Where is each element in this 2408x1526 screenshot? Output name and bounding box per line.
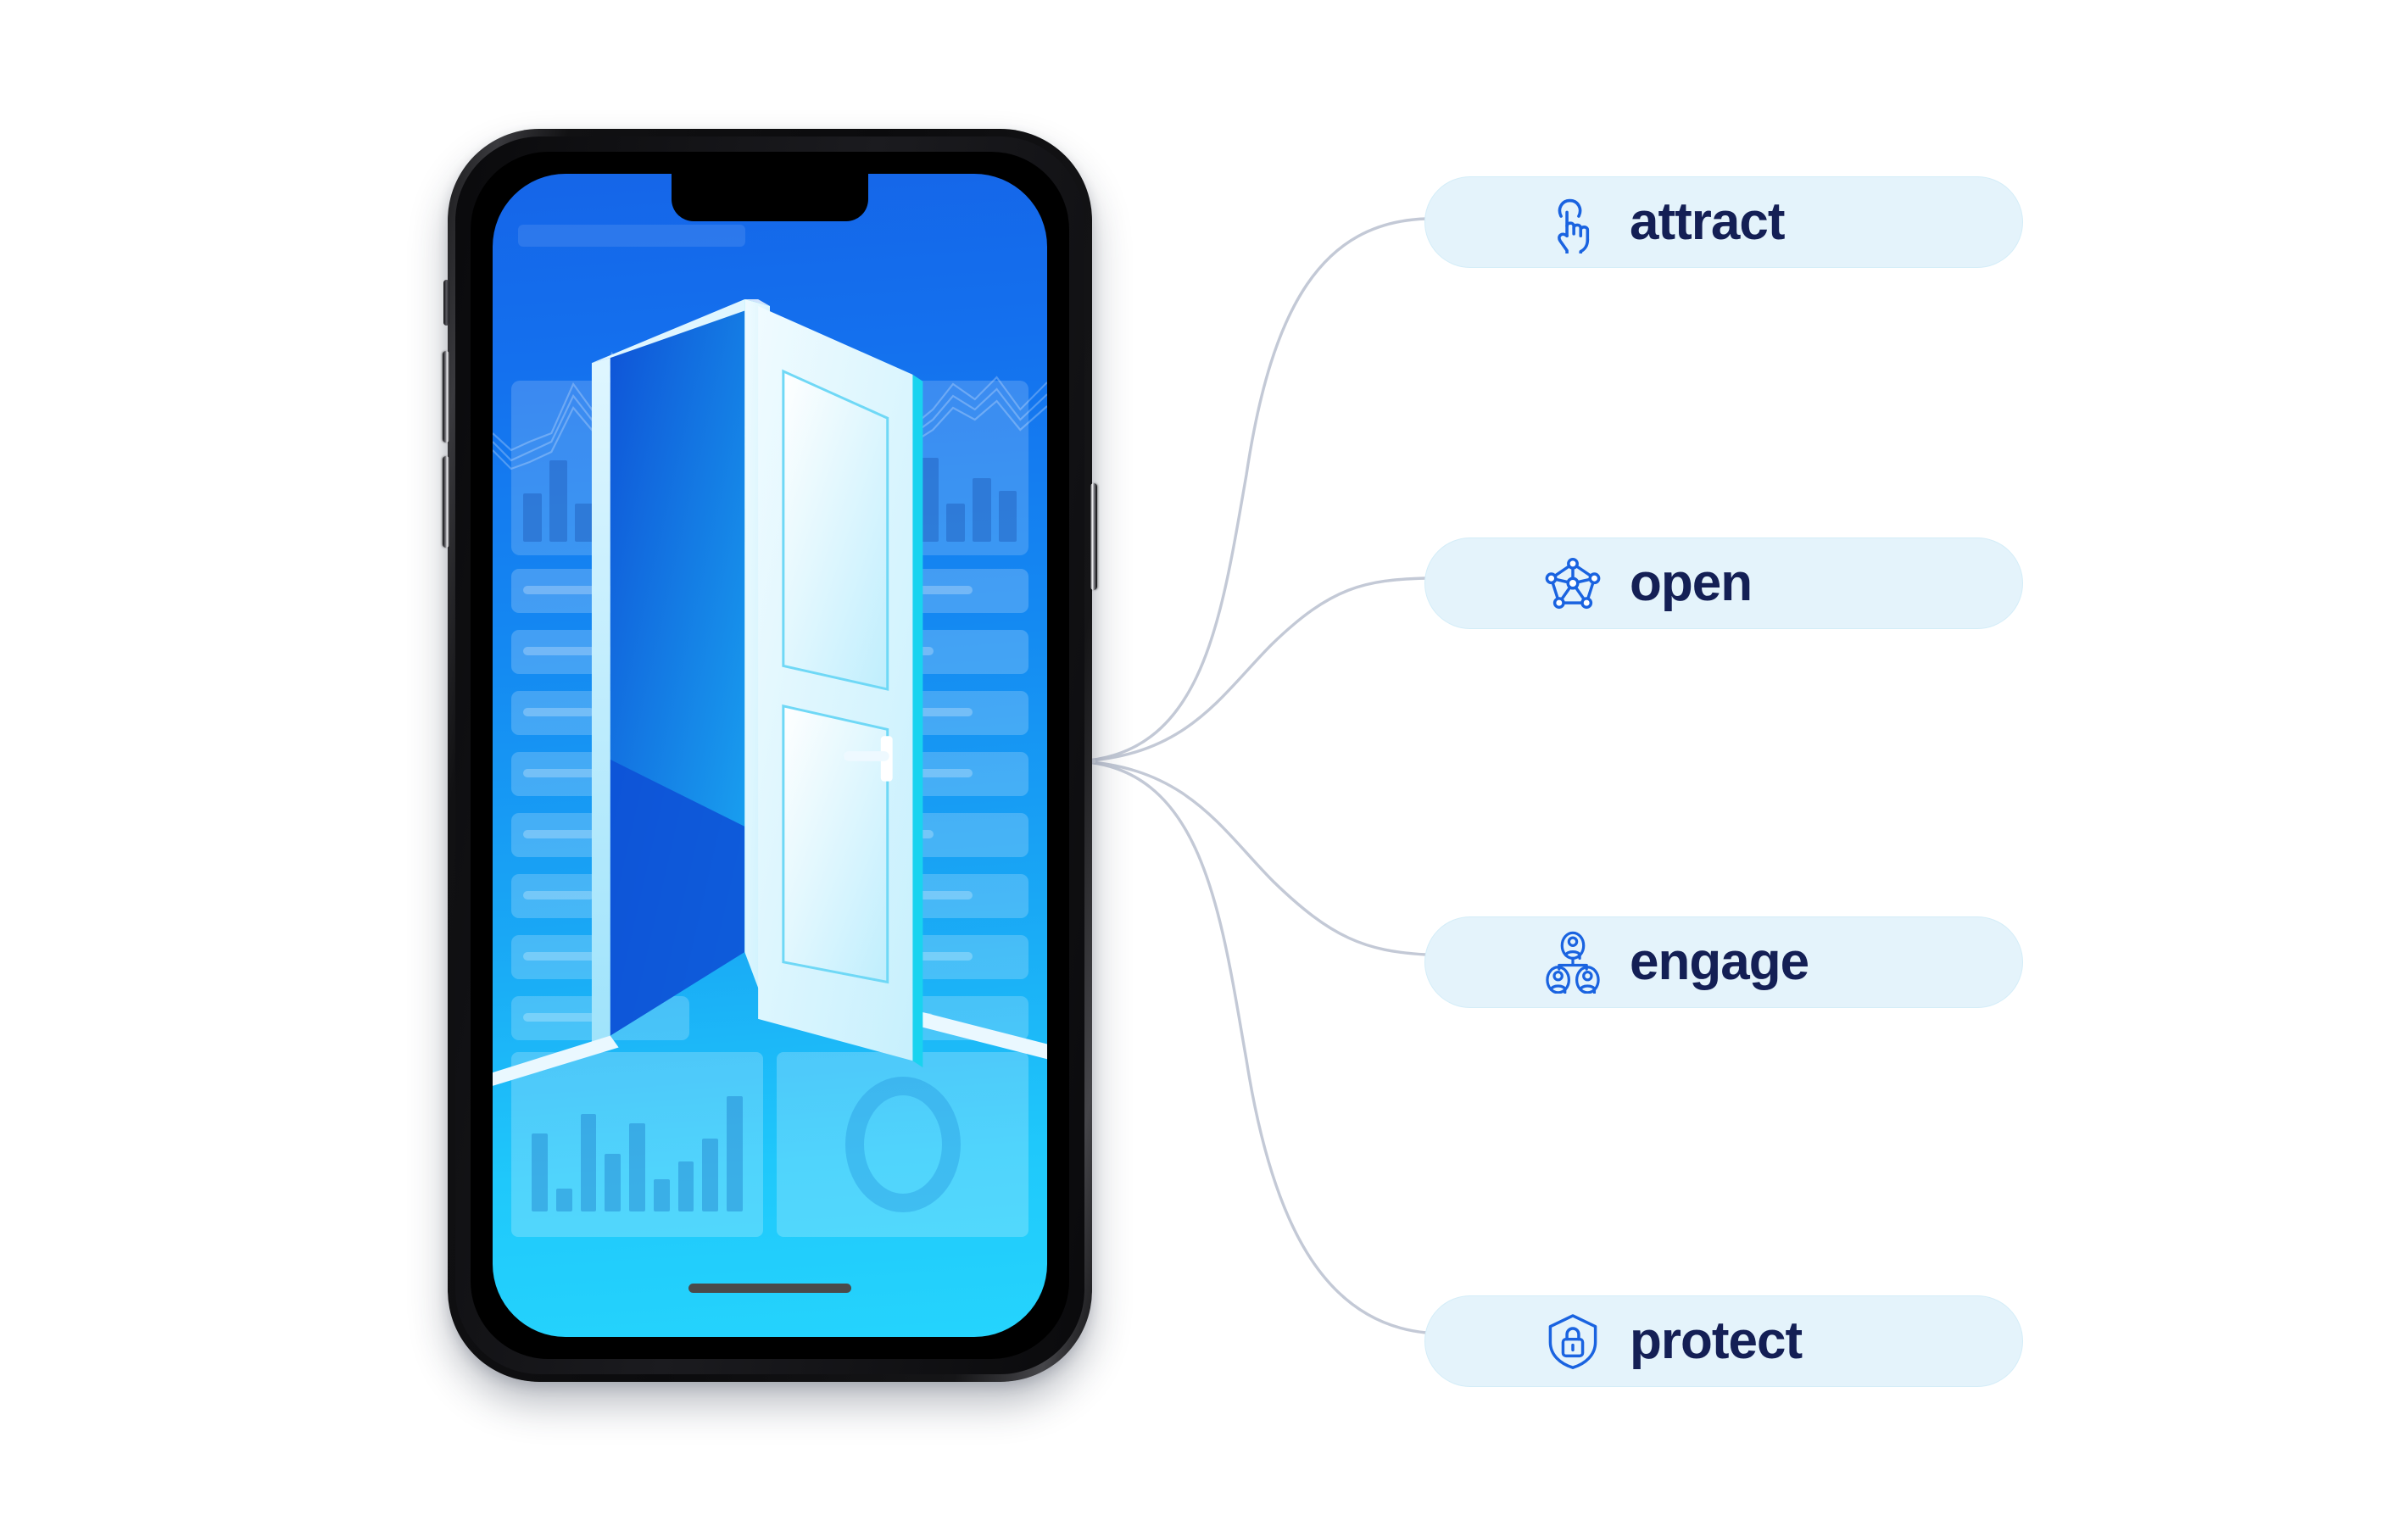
power-button[interactable] xyxy=(1090,483,1097,590)
people-group-icon xyxy=(1546,931,1600,994)
pill-protect[interactable]: protect xyxy=(1424,1295,2023,1387)
pill-attract-content: attract xyxy=(1541,191,1906,253)
status-bar-placeholder xyxy=(518,225,745,247)
floor-line-right xyxy=(923,1012,1047,1060)
pill-open-label: open xyxy=(1630,554,1753,612)
bottom-card-bars xyxy=(532,1086,744,1211)
tap-hand-icon xyxy=(1558,198,1590,253)
mute-switch[interactable] xyxy=(443,280,449,326)
connector-line-protect xyxy=(1077,760,1428,1334)
pill-attract-label: attract xyxy=(1630,192,1786,251)
bottom-card-bar-chart xyxy=(511,1052,763,1237)
door-handle-lever xyxy=(844,751,889,761)
pill-engage[interactable]: engage xyxy=(1424,916,2023,1008)
connector-line-attract xyxy=(1077,217,1428,763)
door-panel-upper xyxy=(782,369,889,691)
volume-up-button[interactable] xyxy=(443,351,449,443)
door-lintel xyxy=(591,299,759,364)
phone-screen xyxy=(493,174,1047,1337)
floor-line-left xyxy=(493,1035,619,1086)
network-nodes-icon xyxy=(1545,557,1601,610)
phone-frame-inner xyxy=(455,136,1084,1374)
pill-protect-label: protect xyxy=(1630,1312,1803,1370)
pill-engage-label: engage xyxy=(1630,933,1809,991)
pill-protect-content: protect xyxy=(1541,1310,1906,1373)
door-interior-shadow xyxy=(610,759,745,1036)
pill-open-content: open xyxy=(1541,552,1906,615)
pill-engage-content: engage xyxy=(1541,931,1906,994)
open-door-illustration xyxy=(493,299,1047,1086)
screen-bottom-cards xyxy=(511,1052,1028,1237)
phone-mockup xyxy=(443,129,1097,1382)
connector-line-open xyxy=(1077,576,1428,763)
shield-lock-icon xyxy=(1548,1314,1597,1369)
volume-down-button[interactable] xyxy=(443,456,449,548)
connector-line-engage xyxy=(1077,760,1428,956)
notch xyxy=(672,174,868,221)
screen-content xyxy=(493,174,1047,1337)
phone-bezel xyxy=(471,152,1069,1359)
door-leaf-edge xyxy=(912,374,923,1068)
pill-open[interactable]: open xyxy=(1424,537,2023,629)
pill-attract[interactable]: attract xyxy=(1424,176,2023,268)
door-jamb-left xyxy=(591,358,610,1048)
home-indicator[interactable] xyxy=(688,1284,851,1293)
door-panel-lower xyxy=(782,704,889,984)
bottom-card-donut xyxy=(777,1052,1028,1237)
